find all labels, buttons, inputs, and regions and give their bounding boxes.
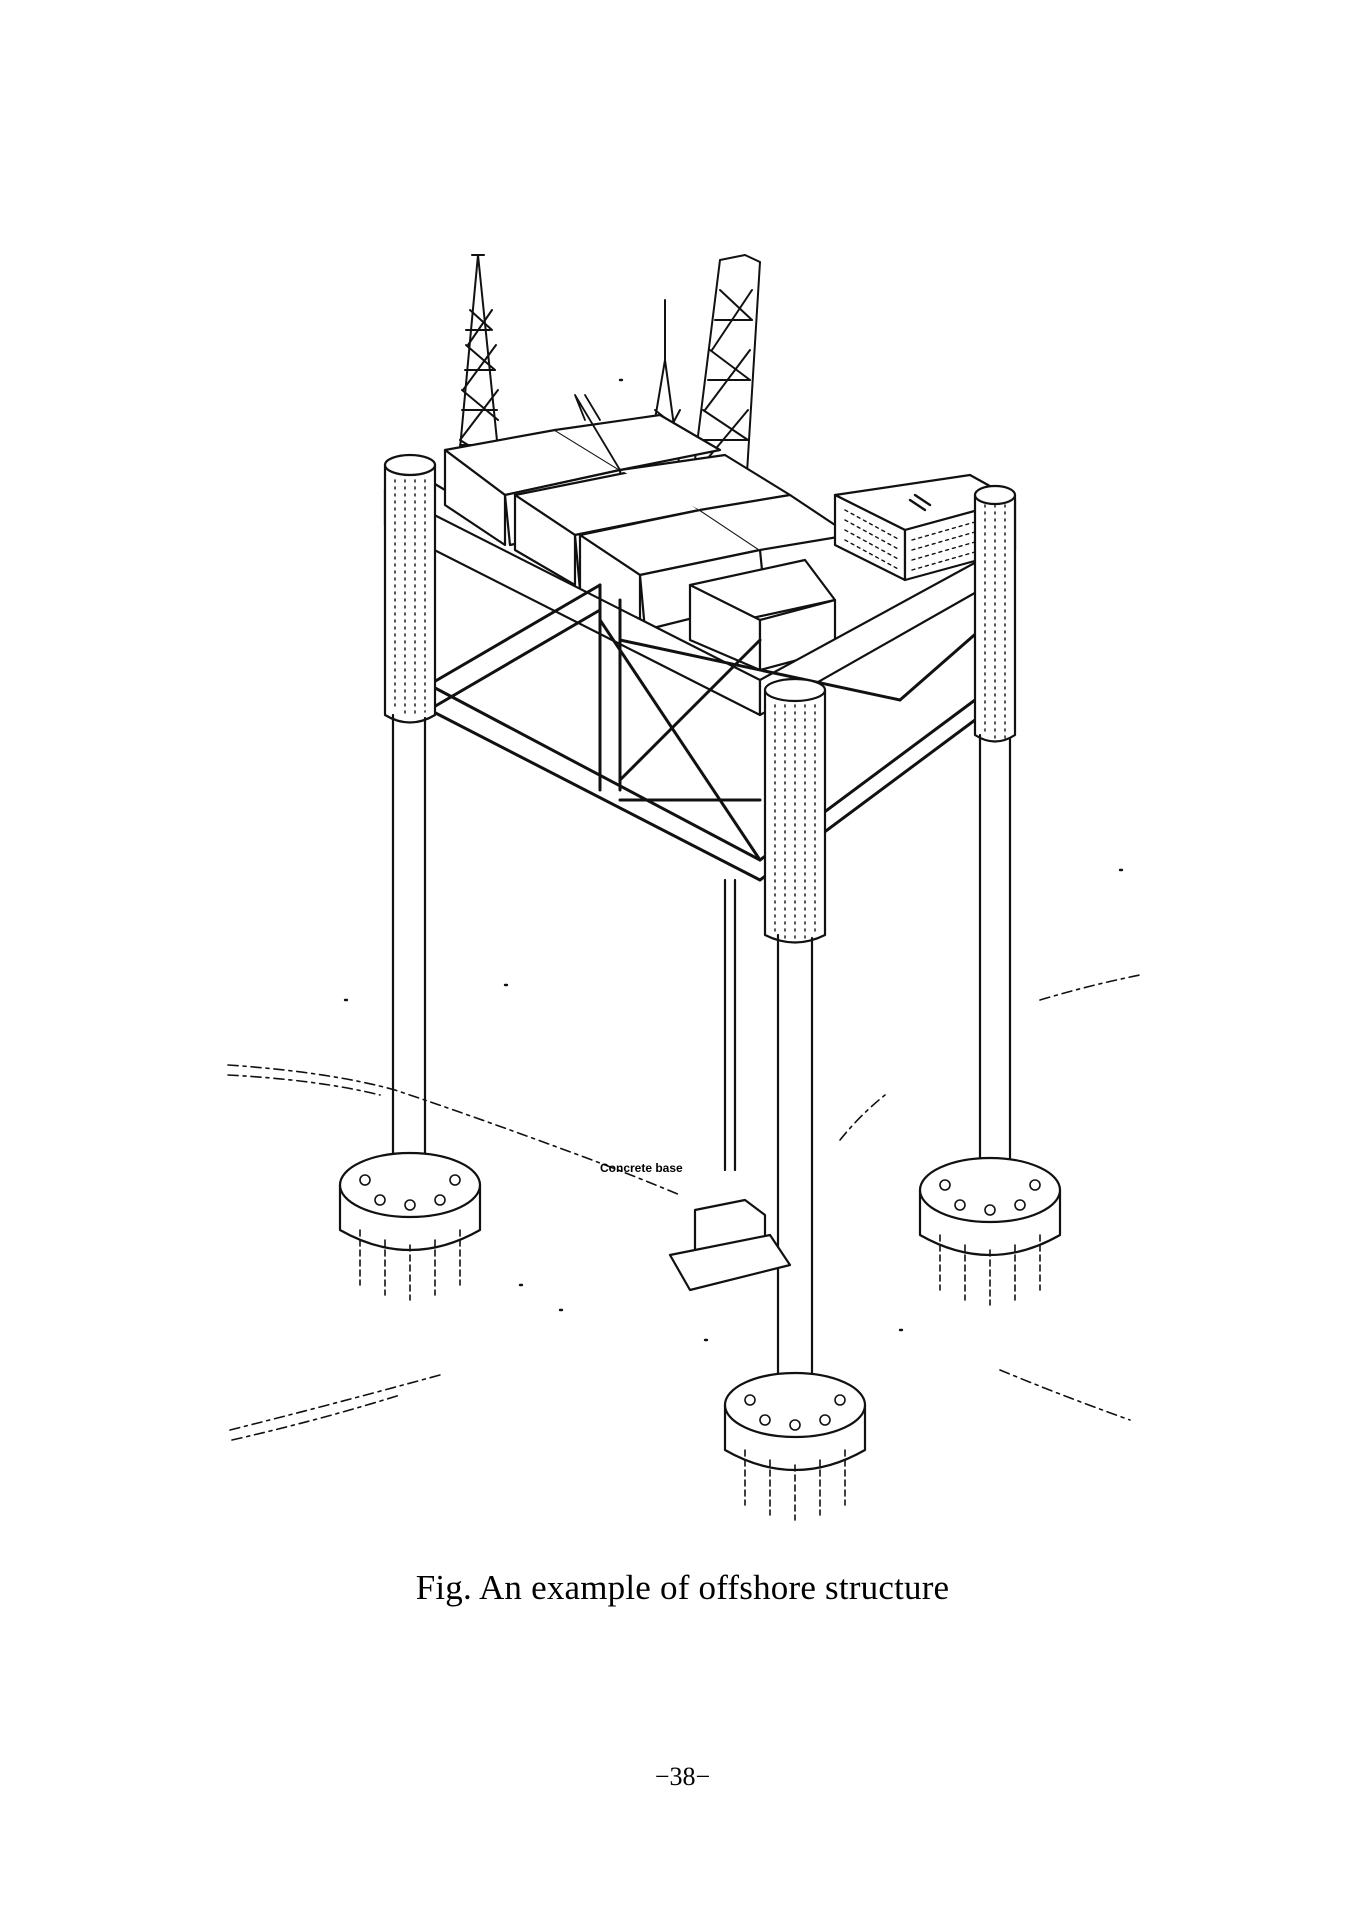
concrete-base-label: Concrete base (600, 1161, 683, 1175)
deck-modules (443, 413, 1017, 672)
crane (574, 394, 621, 471)
foundations (338, 1151, 1062, 1471)
figure-caption: Fig. An example of offshore structure (415, 1568, 950, 1607)
helideck-marking (908, 493, 932, 512)
column-shading (394, 479, 1006, 943)
specks (343, 378, 1124, 1342)
legs (391, 713, 1012, 1397)
accommodation-windows (844, 509, 1011, 571)
page-number: −38− (654, 1762, 711, 1791)
seabed-lines (227, 974, 1141, 1441)
anchor-holes (359, 1174, 1041, 1431)
